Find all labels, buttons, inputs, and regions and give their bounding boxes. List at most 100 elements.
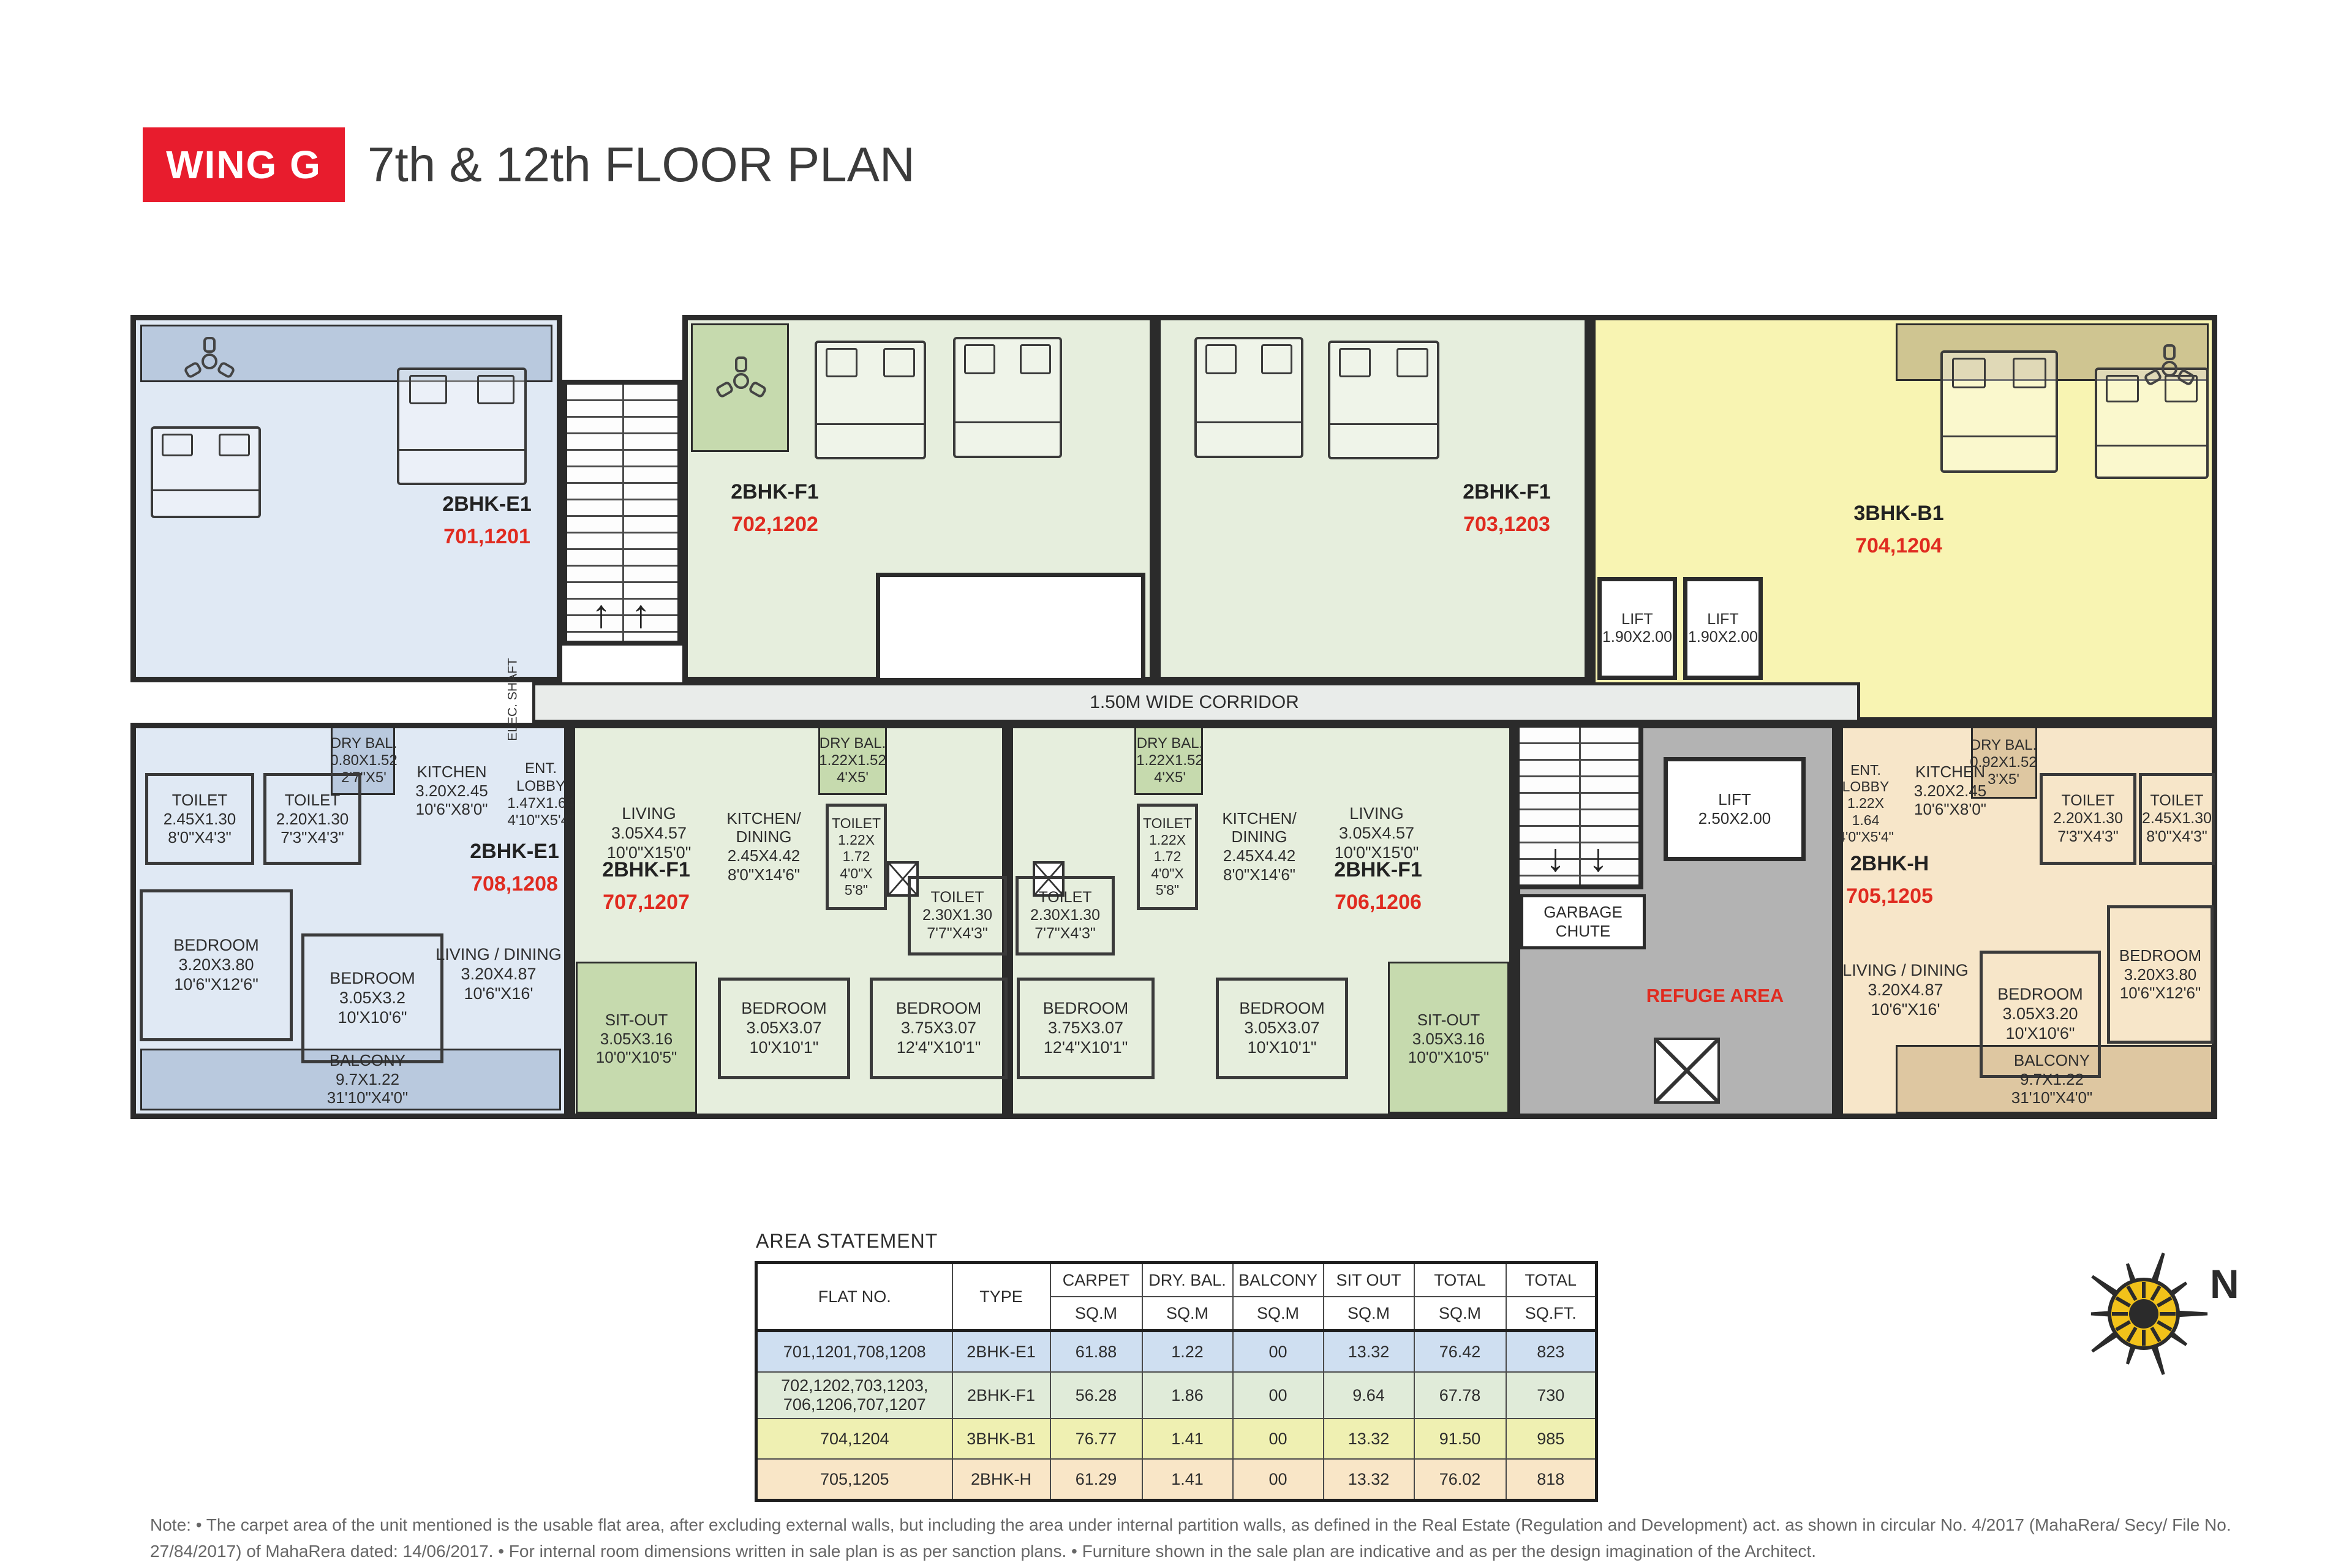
room-drybal-707-line: 4'X5' xyxy=(837,769,869,786)
room-drybal-707-line: 1.22X1.52 xyxy=(819,752,886,769)
bed-pillow xyxy=(477,375,514,404)
table-cell: 00 xyxy=(1232,1418,1324,1460)
room-lift-top-2-line: 1.90X2.00 xyxy=(1688,628,1758,646)
room-bedroom1-706-line: BEDROOM xyxy=(1042,999,1129,1018)
room-sitout-706-line: 3.05X3.16 xyxy=(1412,1029,1485,1048)
room-living-705-line: 3.20X4.87 xyxy=(1868,981,1943,1000)
table-cell: 76.77 xyxy=(1049,1418,1143,1460)
room-drybal-707-line: DRY BAL. xyxy=(819,734,886,752)
col-header-balcony: BALCONY xyxy=(1232,1262,1324,1297)
room-kitchen-705-line: 3.20X2.45 xyxy=(1913,781,1987,800)
room-lift-top-1-line: LIFT xyxy=(1621,610,1653,628)
room-lift-top-1-line: 1.90X2.00 xyxy=(1602,628,1672,646)
unit-label-704-flats: 704,1204 xyxy=(1855,534,1942,557)
bed-3 xyxy=(815,341,926,459)
room-bedroom2-708-line: BEDROOM xyxy=(330,969,415,988)
table-cell: 701,1201,708,1208 xyxy=(755,1330,953,1373)
room-bedroom2-708-line: 3.05X3.2 xyxy=(339,989,406,1008)
room-toiletsm-707-line: 1.22X xyxy=(837,832,875,848)
room-bedroom2-707-line: BEDROOM xyxy=(895,999,982,1018)
footnote: Note: • The carpet area of the unit ment… xyxy=(150,1515,2231,1561)
table-cell: 76.02 xyxy=(1413,1458,1507,1501)
unit-label-706-type: 2BHK-F1 xyxy=(1334,858,1422,881)
table-cell: 2BHK-F1 xyxy=(951,1371,1051,1419)
balcony-701 xyxy=(140,325,552,382)
stair-arrow-up: ↑ xyxy=(631,592,651,636)
table-cell: 91.50 xyxy=(1413,1418,1507,1460)
room-kitchen-705-line: KITCHEN xyxy=(1915,762,1986,781)
duct-cross xyxy=(1656,1040,1717,1101)
room-toilet2-705-line: 2.45X1.30 xyxy=(2142,810,2212,827)
table-cell: 730 xyxy=(1505,1371,1597,1419)
room-sitout-707-line: 10'0"X10'5" xyxy=(595,1048,677,1067)
room-toilet1-708-line: 2.45X1.30 xyxy=(163,809,236,828)
page-title: 7th & 12th FLOOR PLAN xyxy=(368,137,915,192)
room-living-706-line: 3.05X4.57 xyxy=(1338,824,1415,843)
bed-pillow xyxy=(2165,375,2198,403)
room-toilet1-705-line: TOILET xyxy=(2061,791,2115,809)
bed-pillow xyxy=(883,348,916,378)
table-cell: 76.42 xyxy=(1413,1330,1507,1373)
corridor-label: 1.50M WIDE CORRIDOR xyxy=(980,685,1409,720)
elec-shaft-label: ELEC. SHAFT xyxy=(505,658,520,741)
table-cell: 2BHK-H xyxy=(951,1458,1051,1501)
col-header-total: TOTAL xyxy=(1505,1262,1597,1297)
room-kitchen-708-line: KITCHEN xyxy=(417,762,487,781)
room-living-708-line: LIVING / DINING xyxy=(435,945,562,964)
bed-1 xyxy=(151,426,261,518)
table-cell: 2BHK-E1 xyxy=(951,1330,1051,1373)
room-drybal-705-line: 3'X5' xyxy=(1988,771,2019,788)
room-toilet1-708-line: TOILET xyxy=(172,790,228,809)
unit-label-701-flats: 701,1201 xyxy=(443,525,530,548)
room-bedroom1-707-line: 3.05X3.07 xyxy=(746,1019,822,1038)
stair-arrow-down: ↓ xyxy=(1545,835,1566,880)
table-cell: 00 xyxy=(1232,1371,1324,1419)
room-living-708-line: 3.20X4.87 xyxy=(461,965,537,984)
bed-fold xyxy=(956,421,1060,423)
stair-arrow-down: ↓ xyxy=(1588,835,1608,880)
room-toilet2-705-line: TOILET xyxy=(2150,791,2204,809)
room-living-707-line: 3.05X4.57 xyxy=(611,824,687,843)
room-toiletsm-707-line: 1.72 xyxy=(842,848,870,865)
room-living-705-line: 10'6"X16' xyxy=(1871,1000,1940,1019)
ceiling-fan-icon xyxy=(2144,344,2195,385)
bed-5 xyxy=(1194,337,1303,458)
room-drybal-708-line: 0.80X1.52 xyxy=(330,752,398,769)
table-cell: 823 xyxy=(1505,1330,1597,1373)
duct-2 xyxy=(1033,861,1065,897)
lift-bottom-box xyxy=(1664,757,1806,861)
room-entlobby-708-line: 4'10"X5'4" xyxy=(507,812,575,829)
room-living-706-line: 10'0"X15'0" xyxy=(1334,843,1419,862)
duct-1 xyxy=(887,861,919,897)
room-sitout-706-line: SIT-OUT xyxy=(1417,1010,1480,1029)
room-sitout-707-line: SIT-OUT xyxy=(605,1010,668,1029)
room-balcony-705-line: 9.7X1.22 xyxy=(2019,1069,2084,1088)
table-cell: 61.29 xyxy=(1049,1458,1143,1501)
ceiling-fan-icon xyxy=(716,356,766,398)
room-kitchen-708-line: 3.20X2.45 xyxy=(415,781,488,800)
room-toilet2-708-line: TOILET xyxy=(284,790,341,809)
col-unit: SQ.FT. xyxy=(1505,1296,1597,1332)
bed-pillow xyxy=(2106,375,2139,403)
room-bedroom1-707-line: BEDROOM xyxy=(741,999,827,1018)
corridor xyxy=(532,682,1860,723)
table-cell: 56.28 xyxy=(1049,1371,1143,1419)
area-statement-title: AREA STATEMENT xyxy=(756,1230,938,1252)
table-cell: 13.32 xyxy=(1322,1330,1415,1373)
room-bedroom1-707-line: 10'X10'1" xyxy=(749,1038,819,1057)
unit-label-708-type: 2BHK-E1 xyxy=(470,840,559,863)
duct-cross xyxy=(1035,864,1062,894)
table-cell: 3BHK-B1 xyxy=(951,1418,1051,1460)
